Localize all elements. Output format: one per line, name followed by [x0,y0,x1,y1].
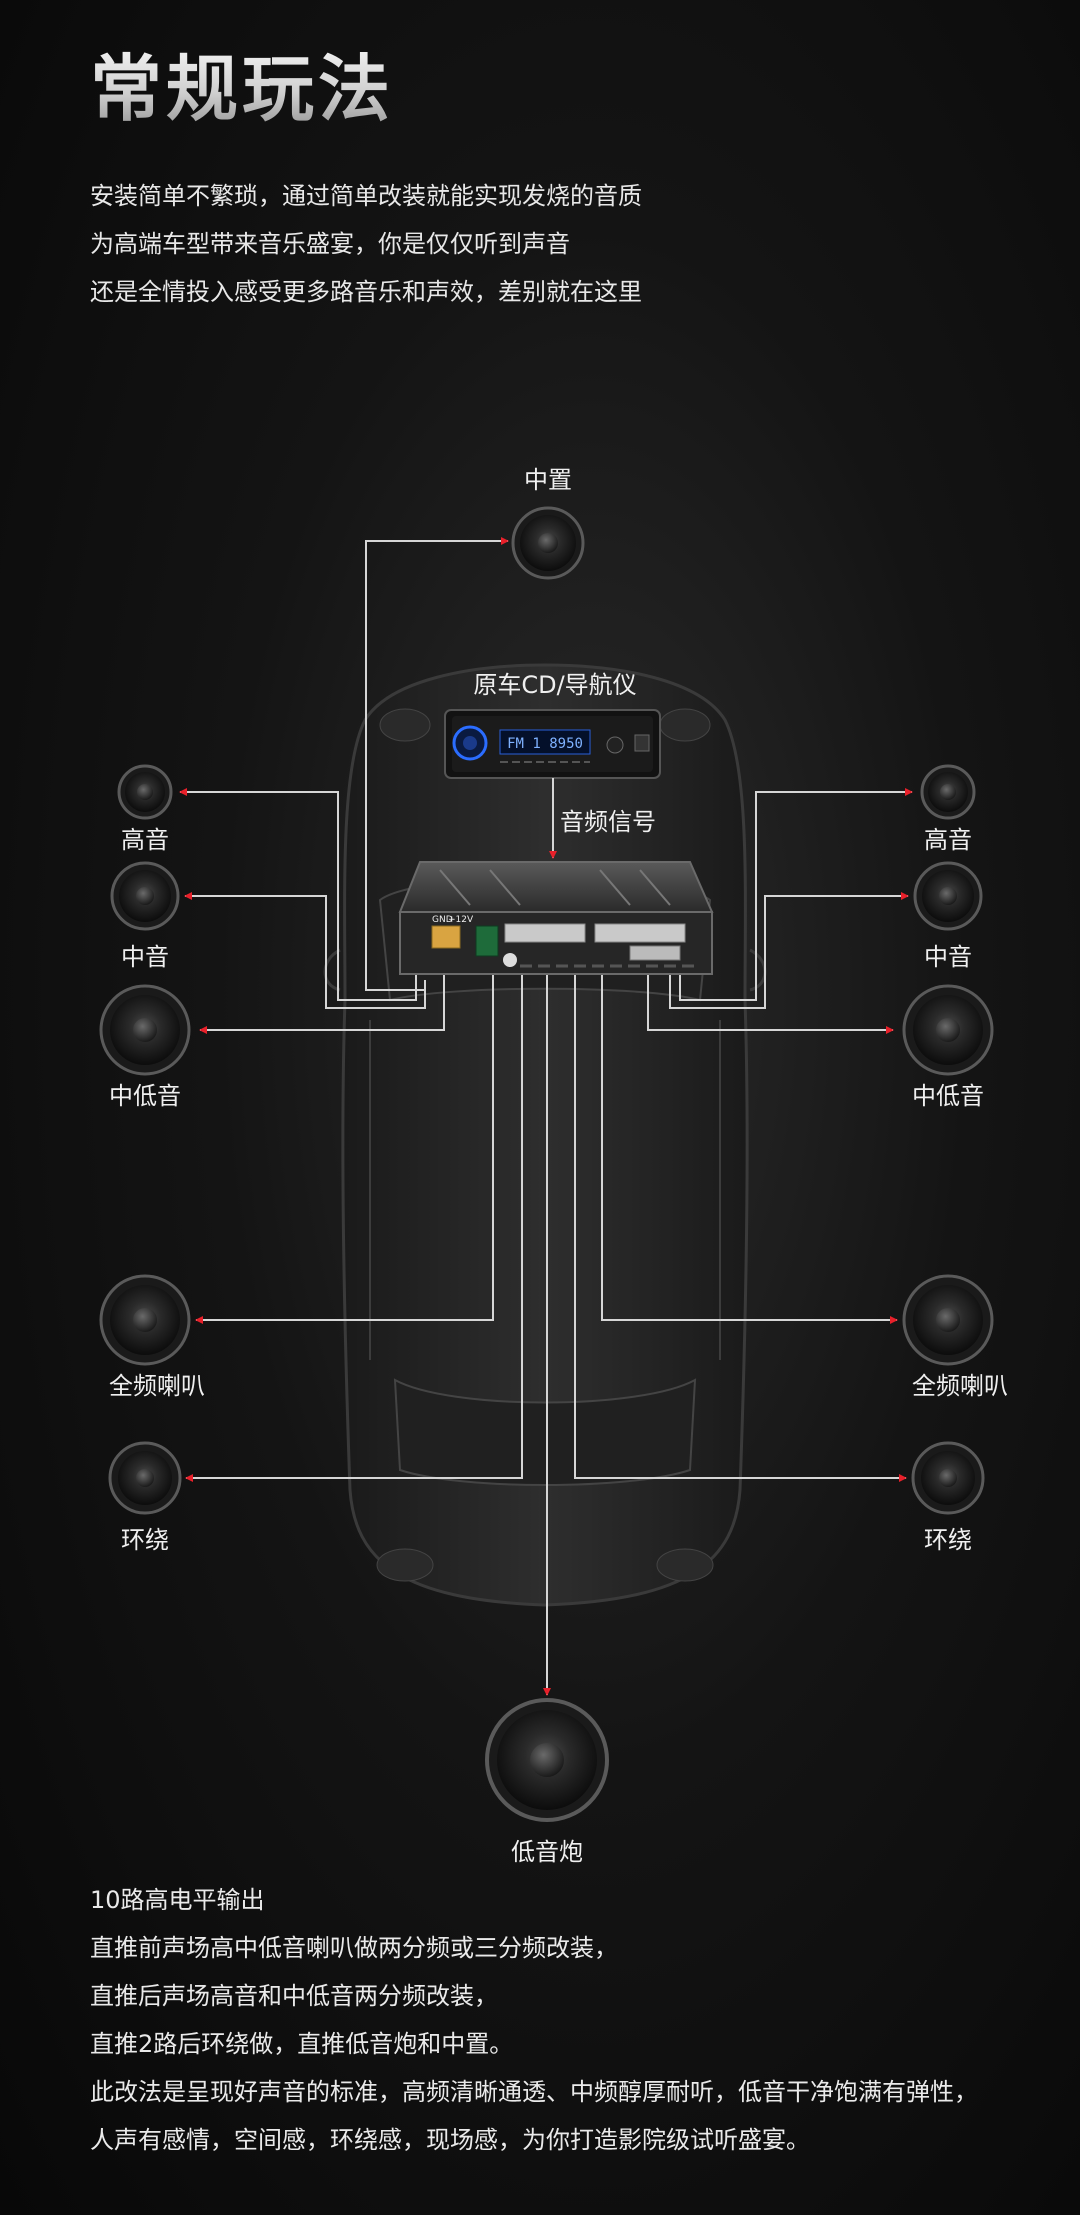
mid-left-label: 中音 [121,943,169,971]
surround-right-label: 环绕 [924,1526,972,1554]
surround-left-label: 环绕 [121,1526,169,1554]
speaker-mid-left [110,861,180,931]
intro-line: 还是全情投入感受更多路音乐和声效，差别就在这里 [90,278,642,306]
mid-right-label: 中音 [924,943,972,971]
intro-line: 安装简单不繁琐，通过简单改装就能实现发烧的音质 [90,182,642,210]
speaker-fullrange-left [99,1274,191,1366]
intro-text: 安装简单不繁琐，通过简单改装就能实现发烧的音质 为高端车型带来音乐盛宴，你是仅仅… [90,172,642,316]
outro-line: 10路高电平输出 [90,1886,265,1914]
subwoofer-label: 低音炮 [511,1838,583,1866]
outro-line: 此改法是呈现好声音的标准，高频清晰通透、中频醇厚耐听，低音干净饱满有弹性， [90,2078,978,2106]
tweeter-right-label: 高音 [924,826,972,854]
dsp-12v-label: +12V [448,915,474,925]
signal-label: 音频信号 [560,808,656,836]
speaker-surround-left [108,1441,182,1515]
outro-line: 人声有感情，空间感，环绕感，现场感，为你打造影院级试听盛宴。 [90,2126,810,2154]
fullrange-left-label: 全频喇叭 [109,1372,205,1400]
tweeter-left-label: 高音 [121,826,169,854]
speaker-subwoofer [485,1698,609,1822]
intro-line: 为高端车型带来音乐盛宴，你是仅仅听到声音 [90,230,570,258]
outro-line: 直推前声场高中低音喇叭做两分频或三分频改装， [90,1934,618,1962]
speaker-fullrange-right [902,1274,994,1366]
speaker-mid-right [913,861,983,931]
midbass-right-label: 中低音 [912,1082,984,1110]
dsp-amplifier [398,861,714,975]
speaker-midbass-left [99,984,191,1076]
car-silhouette [323,663,767,1607]
speaker-center [511,506,585,580]
speaker-tweeter-left [117,764,173,820]
midbass-left-label: 中低音 [109,1082,181,1110]
head-unit-display: FM 1 8950 [507,736,583,752]
speaker-surround-right [911,1441,985,1515]
speaker-midbass-right [902,984,994,1076]
outro-text: 10路高电平输出 直推前声场高中低音喇叭做两分频或三分频改装， 直推后声场高音和… [90,1876,978,2164]
speaker-tweeter-right [920,764,976,820]
center-label: 中置 [524,466,572,494]
fullrange-right-label: 全频喇叭 [912,1372,1008,1400]
page-title: 常规玩法 [90,30,394,135]
dsp-gnd-label: GND [432,915,453,925]
wires [179,537,913,1696]
outro-line: 直推2路后环绕做，直推低音炮和中置。 [90,2030,514,2058]
head-unit-label: 原车CD/导航仪 [473,671,637,699]
outro-line: 直推后声场高音和中低音两分频改装， [90,1982,498,2010]
